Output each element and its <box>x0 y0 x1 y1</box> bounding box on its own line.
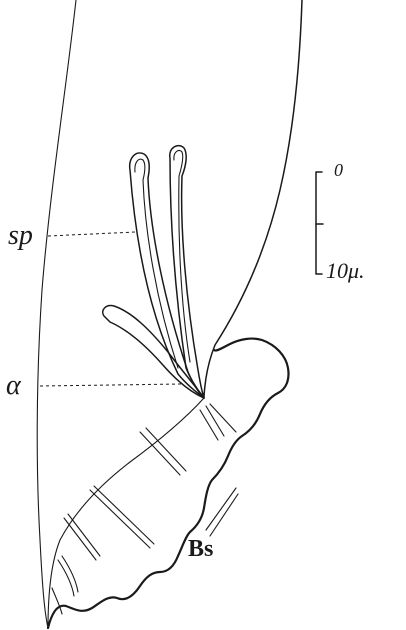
sp-leader-line <box>48 232 136 236</box>
label-sp: sp <box>8 220 33 251</box>
scale-bar <box>316 172 323 274</box>
bursa-rays <box>52 404 238 614</box>
bursa-outline <box>48 339 289 628</box>
label-bs: Bs <box>188 536 213 562</box>
body-left-outline <box>37 0 76 628</box>
alpha-leader-line <box>40 384 182 386</box>
spicule-left <box>130 153 204 398</box>
bursa-inner-edge <box>48 398 204 628</box>
scale-bar-bottom-label: 10μ. <box>326 258 365 283</box>
label-alpha: α <box>6 370 22 401</box>
spicule-left-inner <box>135 159 178 368</box>
scale-bar-top-label: 0 <box>334 160 343 180</box>
